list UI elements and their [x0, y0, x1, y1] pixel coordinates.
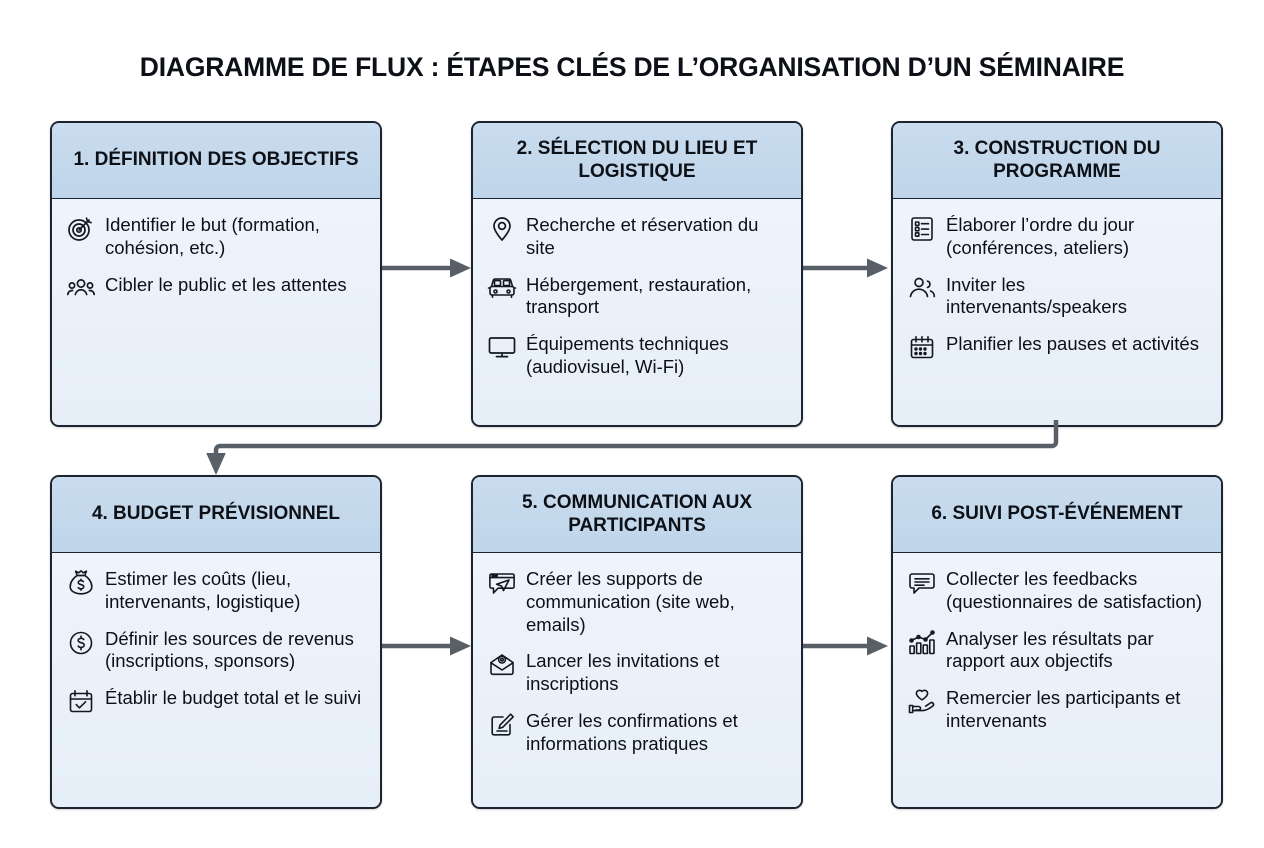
- box-4-header: 4. BUDGET PRÉVISIONNEL: [52, 477, 380, 553]
- flow-box-3-construction-du-programme[interactable]: 3. CONSTRUCTION DU PROGRAMME Élaborer l’…: [891, 121, 1223, 427]
- speaker-person-icon: [905, 273, 939, 305]
- list-item[interactable]: Cibler le public et les attentes: [64, 273, 368, 305]
- edit-note-icon: [485, 709, 519, 741]
- box-5-body: Créer les supports de communication (sit…: [473, 553, 801, 807]
- list-item-text: Identifier le but (formation, cohésion, …: [105, 214, 320, 258]
- list-item-text: Établir le budget total et le suivi: [105, 687, 362, 708]
- monitor-icon: [485, 332, 519, 364]
- flow-box-4-budget-previsionnel[interactable]: 4. BUDGET PRÉVISIONNEL Estimer les coûts…: [50, 475, 382, 809]
- box-1-body: Identifier le but (formation, cohésion, …: [52, 199, 380, 425]
- list-item-text: Inviter les intervenants/speakers: [946, 273, 1127, 318]
- heart-hand-icon: [905, 686, 939, 718]
- flow-box-2-selection-du-lieu-et-logistique[interactable]: 2. SÉLECTION DU LIEU ET LOGISTIQUE Reche…: [471, 121, 803, 427]
- list-item[interactable]: Hébergement, restauration, transport: [485, 273, 789, 320]
- calendar-icon: [905, 332, 939, 364]
- box-4-body: Estimer les coûts (lieu, intervenants, l…: [52, 553, 380, 807]
- list-item-text: Cibler le public et les attentes: [105, 273, 347, 295]
- agenda-list-icon: [905, 213, 939, 245]
- list-item[interactable]: Remercier les participants et intervenan…: [905, 686, 1209, 733]
- list-item-text: Collecter les feedbacks (questionnaires …: [946, 568, 1203, 612]
- arrow-box1-to-box2: [382, 256, 474, 280]
- list-item[interactable]: Lancer les invitations et inscriptions: [485, 649, 789, 696]
- list-item[interactable]: Estimer les coûts (lieu, intervenants, l…: [64, 567, 368, 614]
- arrow-box3-to-box4: [200, 420, 1080, 482]
- list-item[interactable]: Identifier le but (formation, cohésion, …: [64, 213, 368, 260]
- flow-box-1-definition-des-objectifs[interactable]: 1. DÉFINITION DES OBJECTIFS Identifier l…: [50, 121, 382, 427]
- mail-envelope-icon: [485, 649, 519, 681]
- box-2-body: Recherche et réservation du site Héberge…: [473, 199, 801, 425]
- box-3-header: 3. CONSTRUCTION DU PROGRAMME: [893, 123, 1221, 199]
- list-item[interactable]: Analyser les résultats par rapport aux o…: [905, 627, 1209, 674]
- list-item[interactable]: Créer les supports de communication (sit…: [485, 567, 789, 636]
- list-item-text: Gérer les confirmations et informations …: [526, 709, 738, 754]
- arrow-box4-to-box5: [382, 634, 474, 658]
- box-1-header: 1. DÉFINITION DES OBJECTIFS: [52, 123, 380, 199]
- list-item-text: Définir les sources de revenus (inscript…: [105, 627, 354, 672]
- calendar-check-icon: [64, 686, 98, 718]
- arrow-box2-to-box3: [803, 256, 895, 280]
- announcement-icon: [485, 567, 519, 599]
- box-6-body: Collecter les feedbacks (questionnaires …: [893, 553, 1221, 807]
- box-5-header: 5. COMMUNICATION AUX PARTICIPANTS: [473, 477, 801, 553]
- list-item[interactable]: Gérer les confirmations et informations …: [485, 709, 789, 756]
- page-title: DIAGRAMME DE FLUX : ÉTAPES CLÉS DE L’ORG…: [139, 52, 1125, 82]
- arrow-box5-to-box6: [803, 634, 895, 658]
- target-icon: [64, 213, 98, 245]
- list-item-text: Créer les supports de communication (sit…: [526, 568, 735, 635]
- list-item[interactable]: Équipements techniques (audiovisuel, Wi-…: [485, 332, 789, 379]
- box-2-header: 2. SÉLECTION DU LIEU ET LOGISTIQUE: [473, 123, 801, 199]
- list-item-text: Élaborer l’ordre du jour (conférences, a…: [946, 214, 1135, 258]
- list-item-text: Lancer les invitations et inscriptions: [526, 650, 720, 694]
- list-item-text: Estimer les coûts (lieu, intervenants, l…: [105, 568, 301, 612]
- list-item[interactable]: Établir le budget total et le suivi: [64, 686, 368, 718]
- list-item-text: Équipements techniques (audiovisuel, Wi-…: [526, 333, 729, 377]
- list-item-text: Remercier les participants et intervenan…: [946, 687, 1181, 731]
- money-bag-icon: [64, 567, 98, 599]
- people-group-icon: [64, 273, 98, 305]
- list-item[interactable]: Recherche et réservation du site: [485, 213, 789, 260]
- list-item[interactable]: Inviter les intervenants/speakers: [905, 273, 1209, 320]
- box-3-body: Élaborer l’ordre du jour (conférences, a…: [893, 199, 1221, 425]
- box-6-header: 6. SUIVI POST-ÉVÉNEMENT: [893, 477, 1221, 553]
- list-item[interactable]: Définir les sources de revenus (inscript…: [64, 627, 368, 674]
- list-item-text: Planifier les pauses et activités: [946, 333, 1199, 354]
- bar-chart-trend-icon: [905, 627, 939, 659]
- list-item-text: Recherche et réservation du site: [526, 214, 759, 258]
- dollar-coin-icon: [64, 627, 98, 659]
- list-item[interactable]: Planifier les pauses et activités: [905, 332, 1209, 364]
- list-item[interactable]: Collecter les feedbacks (questionnaires …: [905, 567, 1209, 614]
- list-item-text: Analyser les résultats par rapport aux o…: [946, 627, 1154, 672]
- car-transport-icon: [485, 273, 519, 305]
- flow-box-6-suivi-post-evenement[interactable]: 6. SUIVI POST-ÉVÉNEMENT Collecter les fe…: [891, 475, 1223, 809]
- feedback-comment-icon: [905, 567, 939, 599]
- flow-box-5-communication-aux-participants[interactable]: 5. COMMUNICATION AUX PARTICIPANTS Créer …: [471, 475, 803, 809]
- list-item[interactable]: Élaborer l’ordre du jour (conférences, a…: [905, 213, 1209, 260]
- list-item-text: Hébergement, restauration, transport: [526, 273, 752, 318]
- location-pin-icon: [485, 213, 519, 245]
